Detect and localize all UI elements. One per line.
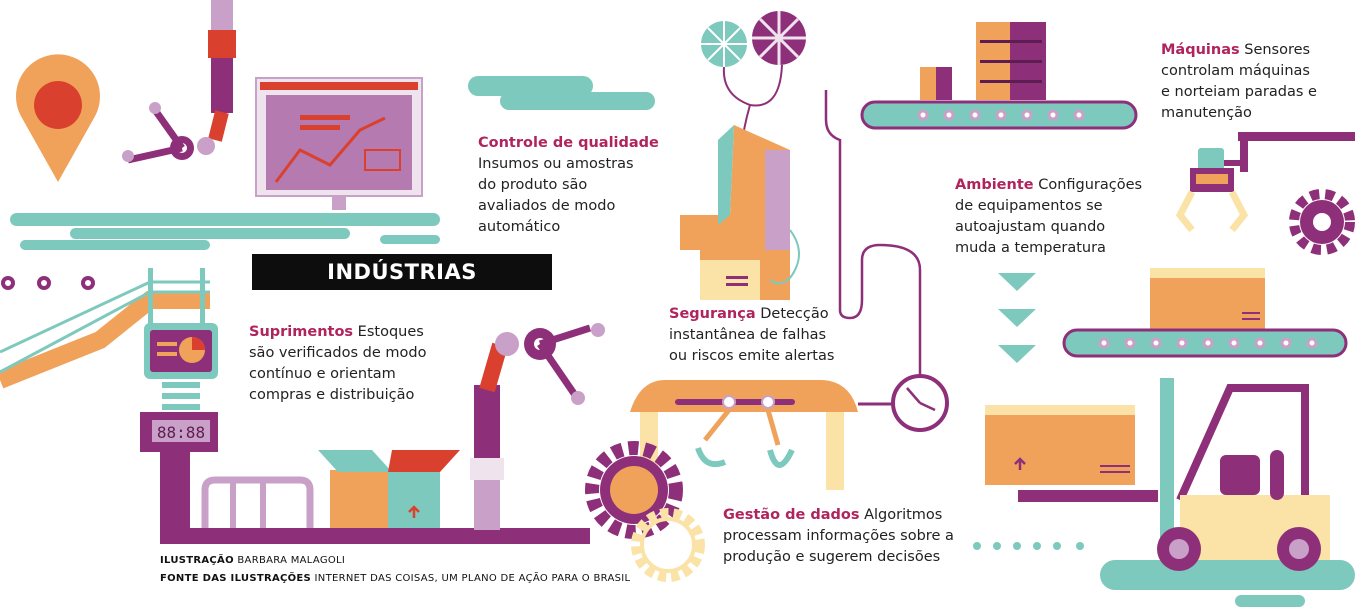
- gear-small-icon: [631, 508, 705, 582]
- gear-icon: [1289, 189, 1355, 255]
- callout-line: são verificados de modo: [249, 345, 427, 361]
- teal-cloud-top: [468, 76, 655, 110]
- credit-label: ILUSTRAÇÃO: [160, 555, 234, 566]
- safety-machine-icon: [680, 125, 800, 300]
- credit-value: BARBARA MALAGOLI: [237, 555, 346, 566]
- callout-heading: Segurança: [669, 306, 756, 322]
- callout-gestao-dados: Gestão de dados Algoritmos processam inf…: [723, 505, 954, 568]
- callout-suprimentos: Suprimentos Estoques são verificados de …: [249, 322, 426, 406]
- monitor-chart-icon: [255, 77, 423, 210]
- callout-first-word: Configurações: [1038, 177, 1143, 193]
- robot-arm-top-icon: [122, 0, 236, 164]
- supply-sensor-icon: [140, 323, 218, 530]
- callout-heading: Suprimentos: [249, 324, 354, 340]
- callout-line: instantânea de falhas: [669, 327, 827, 343]
- forklift-icon: [985, 378, 1355, 607]
- callout-heading: Máquinas: [1161, 42, 1240, 58]
- bottom-conveyor-icon: [160, 450, 590, 544]
- callout-maquinas: Máquinas Sensores controlam máquinas e n…: [1161, 40, 1317, 124]
- down-arrow-icon: [998, 273, 1036, 363]
- location-pin-icon: [16, 54, 100, 182]
- credit-label: FONTE DAS ILUSTRAÇÕES: [160, 573, 312, 584]
- callout-line: controlam máquinas: [1161, 63, 1310, 79]
- callout-controle-qualidade: Controle de qualidade Insumos ou amostra…: [478, 133, 659, 238]
- callout-seguranca: Segurança Detecção instantânea de falhas…: [669, 304, 834, 367]
- gear-large-icon: [585, 441, 683, 539]
- balloon-sensors-icon: [701, 11, 922, 380]
- callout-ambiente: Ambiente Configurações de equipamentos s…: [955, 175, 1142, 259]
- clock-gauge-icon: [891, 374, 949, 432]
- machine-claw-icon: [1175, 132, 1355, 233]
- callout-line: muda a temperatura: [955, 240, 1106, 256]
- right-conveyor-icon: [1062, 328, 1348, 358]
- callout-heading: Ambiente: [955, 177, 1034, 193]
- server-rack-icon: [920, 22, 1046, 100]
- box-icon: [1150, 268, 1265, 330]
- callout-heading: Gestão de dados: [723, 507, 860, 523]
- callout-line: Insumos ou amostras: [478, 156, 634, 172]
- callout-line: processam informações sobre a: [723, 528, 954, 544]
- callout-first-word: Detecção: [760, 306, 829, 322]
- callout-line: contínuo e orientam: [249, 366, 396, 382]
- callout-heading: Controle de qualidade: [478, 135, 659, 151]
- callout-first-word: Sensores: [1244, 42, 1311, 58]
- teal-dots: [973, 542, 1084, 550]
- callout-line: e norteiam paradas e: [1161, 84, 1317, 100]
- callout-line: compras e distribuição: [249, 387, 415, 403]
- page-title: INDÚSTRIAS CONECTADAS: [252, 254, 552, 320]
- display-readout: 88:88: [157, 423, 205, 442]
- callout-line: produção e sugerem decisões: [723, 549, 941, 565]
- callout-line: do produto são: [478, 177, 588, 193]
- callout-line: de equipamentos se: [955, 198, 1103, 214]
- callout-first-word: Estoques: [357, 324, 424, 340]
- left-conveyor-icon: [0, 268, 210, 389]
- credit-source: FONTE DAS ILUSTRAÇÕES INTERNET DAS COISA…: [160, 573, 630, 584]
- callout-line: automático: [478, 219, 561, 235]
- callout-first-word: Algoritmos: [864, 507, 943, 523]
- data-gantry-icon: [630, 380, 900, 490]
- callout-line: autoajustam quando: [955, 219, 1106, 235]
- callout-line: ou riscos emite alertas: [669, 348, 835, 364]
- credit-illustration: ILUSTRAÇÃO BARBARA MALAGOLI: [160, 555, 345, 566]
- callout-line: manutenção: [1161, 105, 1252, 121]
- credit-value: INTERNET DAS COISAS, UM PLANO DE AÇÃO PA…: [314, 573, 631, 584]
- top-conveyor-icon: [860, 100, 1138, 130]
- teal-cloud-left: [10, 213, 440, 250]
- callout-line: avaliados de modo: [478, 198, 616, 214]
- robot-arm-bottom-icon: [470, 323, 605, 530]
